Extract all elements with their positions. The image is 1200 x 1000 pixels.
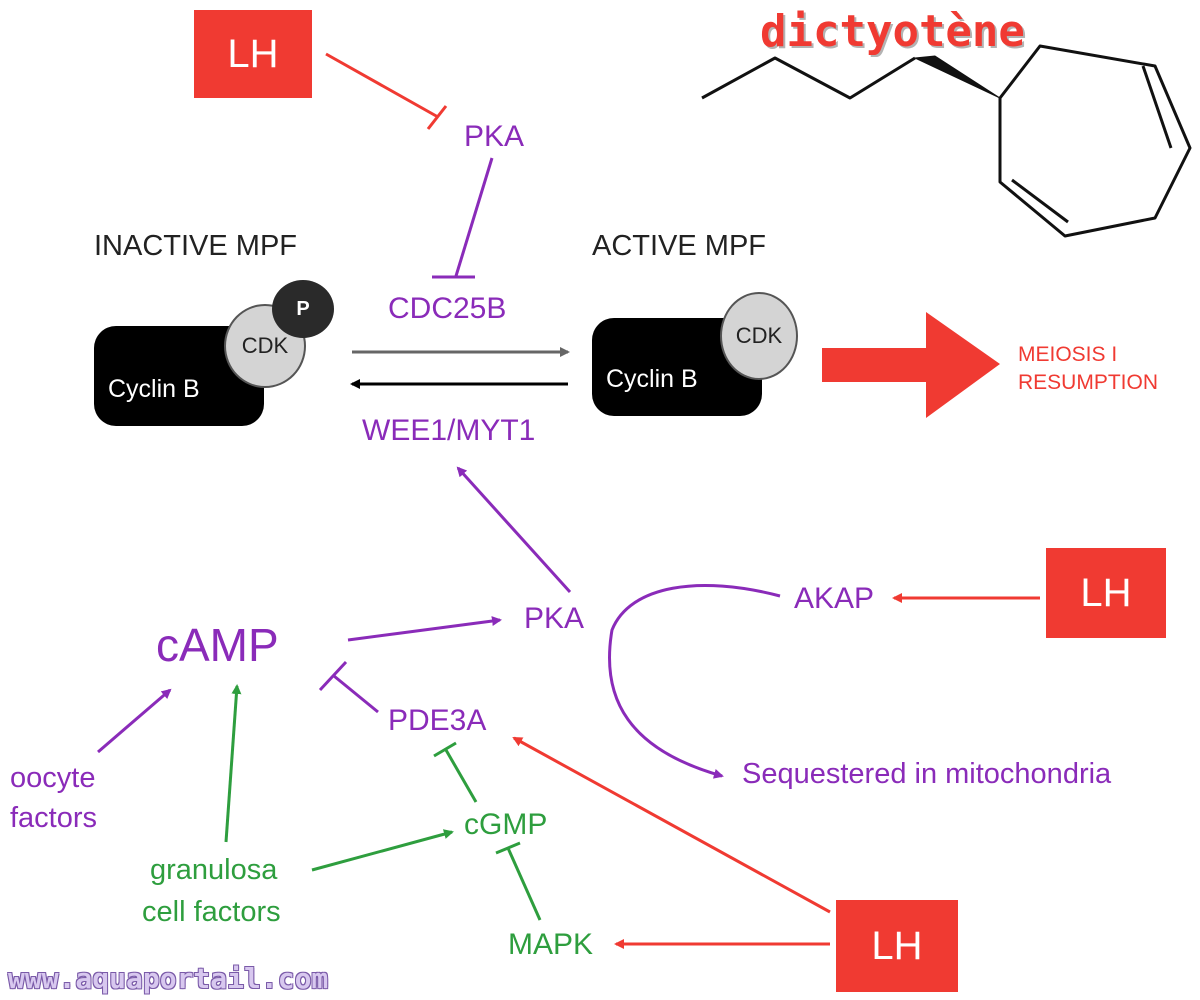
- cgmp-inhibits-pde3a-bar: [433, 741, 457, 758]
- mapk-inhibits-cgmp-line: [506, 847, 542, 921]
- pka-sequestration-curve: [607, 583, 781, 779]
- wee1-myt1-label: WEE1/MYT1: [362, 414, 536, 447]
- pka-top-label: PKA: [464, 120, 525, 153]
- phosphate-circle: P: [272, 280, 334, 338]
- cgmp-label: cGMP: [464, 808, 548, 841]
- mapk-label: MAPK: [508, 928, 594, 961]
- inactive-cyclin-b-label: Cyclin B: [108, 375, 200, 403]
- active-mpf-label: ACTIVE MPF: [592, 230, 767, 262]
- cgmp-inhibits-pde3a-line: [444, 749, 478, 803]
- mapk-inhibits-cgmp-bar: [495, 841, 521, 855]
- oocyte-factors-line2: factors: [10, 802, 98, 834]
- inactive-mpf-label: INACTIVE MPF: [94, 230, 298, 262]
- lh-inhibits-pka-line: [325, 52, 439, 119]
- pde3a-inhibits-camp-line: [333, 674, 379, 714]
- granulosa-to-cgmp-arrow: [311, 829, 454, 872]
- site-watermark: www.aquaportail.com: [8, 962, 329, 995]
- sequestered-label: Sequestered in mitochondria: [742, 758, 1112, 790]
- lh-to-pde3a-arrow: [512, 736, 831, 914]
- cdc25b-label: CDC25B: [388, 292, 507, 325]
- active-cdk: CDK: [720, 292, 798, 380]
- granulosa-line2: cell factors: [142, 896, 281, 928]
- pde3a-label: PDE3A: [388, 704, 487, 737]
- oocyte-to-camp-arrow: [97, 688, 172, 754]
- granulosa-line1: granulosa: [150, 854, 278, 886]
- molecule-title: dictyotène: [760, 6, 1025, 57]
- pde3a-inhibits-camp-bar: [318, 660, 348, 692]
- lh-box-top: LH: [194, 10, 312, 98]
- granulosa-to-camp-arrow: [224, 684, 242, 843]
- lh-box-bottom: LH: [836, 900, 958, 992]
- camp-label: cAMP: [156, 619, 279, 671]
- meiosis-big-arrow: [822, 312, 1000, 418]
- pka-activates-wee1-arrow: [456, 466, 572, 594]
- oocyte-factors-line1: oocyte: [10, 762, 96, 794]
- lh-inhibits-pka-bar: [426, 105, 448, 130]
- molecule-structure: [701, 44, 1192, 238]
- pka-inhibits-cdc25b-line: [454, 157, 494, 277]
- camp-activates-pka-arrow: [347, 616, 502, 642]
- pka-mid-label: PKA: [524, 602, 585, 635]
- active-cyclin-b-label: Cyclin B: [606, 365, 698, 393]
- akap-label: AKAP: [794, 582, 875, 615]
- meiosis-line2: RESUMPTION: [1018, 371, 1159, 394]
- meiosis-line1: MEIOSIS I: [1018, 343, 1118, 366]
- lh-box-right: LH: [1046, 548, 1166, 638]
